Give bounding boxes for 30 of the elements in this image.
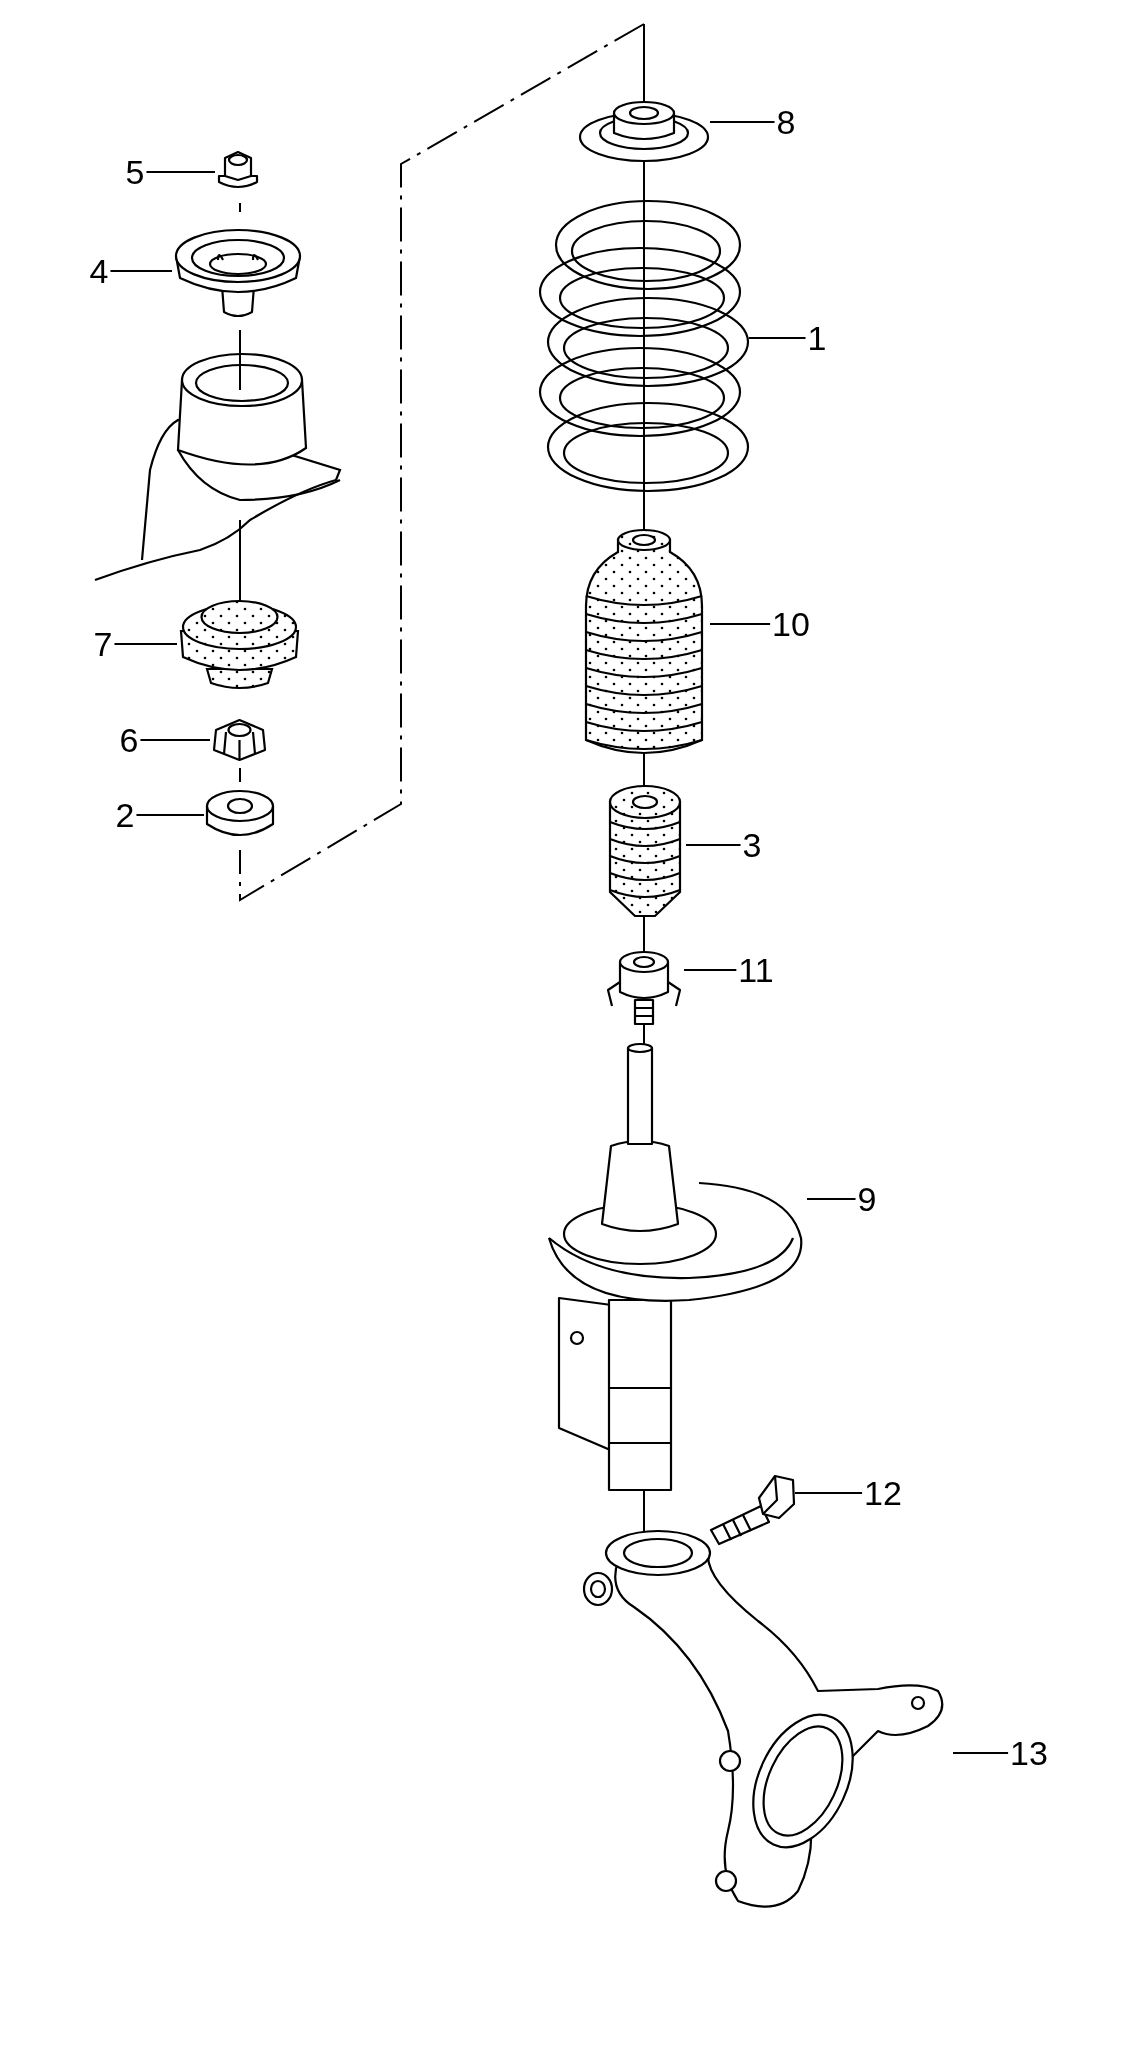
leader-line xyxy=(952,1752,1010,1754)
leader-line xyxy=(709,623,772,625)
callout-number: 6 xyxy=(117,722,141,758)
callout-number: 9 xyxy=(855,1181,879,1217)
leader-line xyxy=(113,643,178,645)
leader-line xyxy=(685,844,742,846)
flange-nut-drawing xyxy=(215,150,261,190)
callout-number: 5 xyxy=(123,154,147,190)
leader-line xyxy=(794,1492,864,1494)
callout-number: 13 xyxy=(1008,1735,1050,1771)
callout-number: 12 xyxy=(862,1475,904,1511)
strut-mount-drawing xyxy=(172,226,304,318)
callout-number: 4 xyxy=(87,253,111,289)
hex-nut-drawing xyxy=(210,716,269,762)
callout-number: 11 xyxy=(736,952,776,988)
callout-number: 8 xyxy=(774,104,798,140)
callout-number: 1 xyxy=(805,320,829,356)
leader-line xyxy=(806,1198,857,1200)
leader-line xyxy=(748,337,807,339)
leader-line xyxy=(109,270,173,272)
callout-number: 7 xyxy=(91,626,115,662)
callout-number: 10 xyxy=(770,606,812,642)
leader-line xyxy=(139,739,211,741)
leader-line xyxy=(683,969,738,971)
spring-seat-drawing xyxy=(578,99,710,165)
leader-line xyxy=(135,814,205,816)
leader-line xyxy=(709,121,776,123)
callout-number: 2 xyxy=(113,797,137,833)
leader-line xyxy=(145,171,216,173)
callout-number: 3 xyxy=(740,827,764,863)
